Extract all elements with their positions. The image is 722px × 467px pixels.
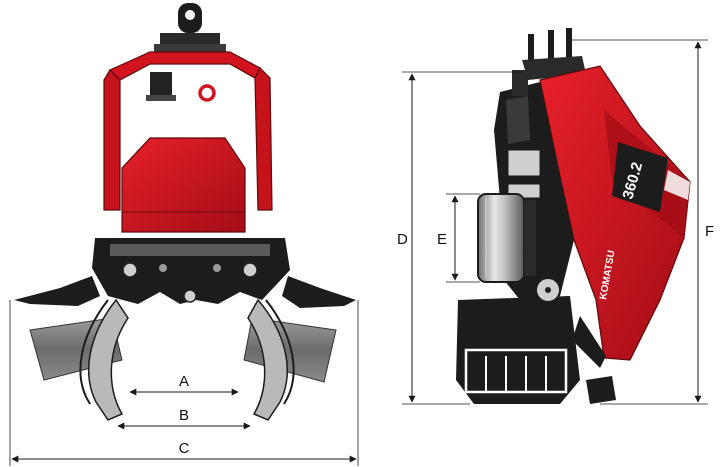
side-feed-roller — [477, 193, 536, 283]
dimension-label-e: E — [437, 231, 447, 248]
dimension-label-a: A — [179, 373, 189, 390]
dimension-e: E — [437, 193, 480, 283]
dimension-c: C — [9, 300, 359, 466]
right-feed-arm — [282, 276, 356, 308]
upper-frame — [103, 51, 273, 211]
dimension-f: F — [572, 39, 714, 405]
left-delimbing-knife — [79, 298, 129, 421]
dimension-label-f: F — [705, 223, 714, 240]
dimension-b: B — [117, 407, 251, 430]
side-view: 360.2 KOMATSU D E F — [397, 28, 714, 405]
left-feed-arm — [14, 276, 100, 306]
saw-box — [456, 277, 616, 404]
dimension-label-c: C — [179, 440, 190, 457]
dimension-label-d: D — [397, 231, 408, 248]
front-view: A B C — [9, 3, 359, 466]
side-main-body — [539, 65, 691, 361]
model-badge: 360.2 — [612, 142, 690, 212]
dimension-label-b: B — [179, 407, 189, 424]
lower-chassis — [92, 238, 290, 304]
dimension-a: A — [129, 373, 239, 396]
dimension-d: D — [397, 71, 522, 405]
rotator-hook — [154, 3, 226, 54]
feed-motor-cover — [121, 137, 246, 233]
right-delimbing-knife — [247, 298, 295, 421]
